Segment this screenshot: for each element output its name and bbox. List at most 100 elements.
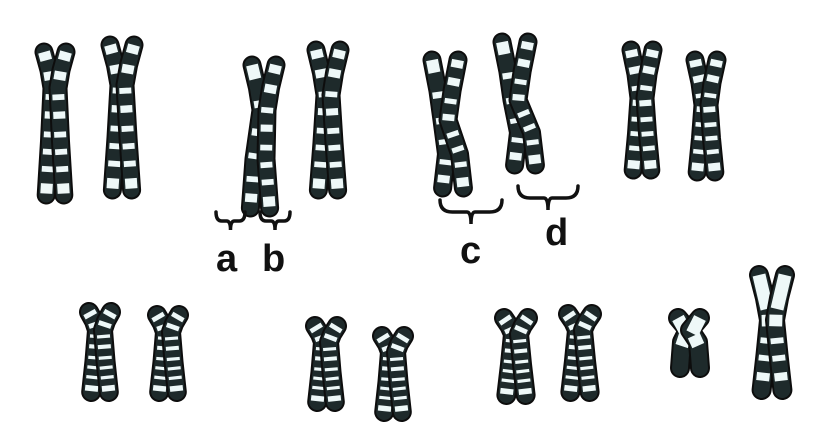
chromosome-4b-chromatid-right-band	[712, 75, 713, 82]
chromosome-3a-chromatid-right-band	[450, 99, 451, 104]
chromosome-3a	[432, 60, 463, 188]
chromosome-8b-chromatid-right-band	[780, 373, 781, 381]
chromosome-3a-chromatid-left-band	[443, 175, 444, 183]
chromosome-5a-chromatid-right-band	[109, 312, 111, 316]
chromosome-8b-chromatid-left-band	[765, 355, 766, 361]
chromosome-7a-chromatid-right-band	[525, 389, 526, 395]
chromosome-1b-chromatid-left-band	[110, 45, 112, 53]
chromosome-7b	[568, 314, 592, 392]
chromosome-7a-chromatid-left-band	[506, 389, 507, 395]
chromosome-3b-chromatid-right-band	[523, 59, 525, 66]
chromosome-3b-chromatid-right-band	[523, 111, 525, 116]
chromosome-2b-chromatid-right-band	[338, 50, 340, 58]
chromosome-5b-chromatid-left-band	[157, 315, 159, 319]
chromosome-1a-chromatid-left-band	[46, 183, 47, 193]
chromosome-2a-chromatid-left-band	[252, 65, 255, 79]
chromosome-6a-chromatid-right-band	[335, 326, 337, 330]
chromosome-5a-chromatid-right-band	[108, 385, 109, 391]
chromosome-4b-chromatid-right-band	[710, 93, 711, 97]
chromosome-5a	[89, 312, 111, 392]
chromosome-1b	[110, 45, 134, 190]
chromosome-1a-chromatid-left-band	[44, 52, 46, 60]
chromosome-2b-chromatid-left-band	[319, 179, 320, 189]
chromosome-4b-chromatid-left-band	[697, 163, 698, 171]
chromosome-3b-chromatid-right-band	[534, 155, 535, 164]
chromosome-4a-chromatid-right-band	[652, 50, 653, 57]
chromosome-4a	[631, 50, 653, 170]
chromosome-4a-chromatid-right-band	[650, 160, 651, 168]
chromosome-2b-chromatid-left-band	[321, 69, 323, 77]
chromosome-6a	[315, 326, 337, 402]
chromosome-3a-chromatid-left-band	[445, 160, 446, 165]
chromosome-7b-chromatid-left-band	[568, 314, 571, 318]
chromosome-2b-chromatid-right-band	[334, 69, 336, 77]
chromosome-3a-chromatid-left-band	[432, 60, 434, 73]
chromosome-4a-chromatid-left-band	[633, 160, 634, 168]
chromosome-4b-chromatid-left-band	[698, 75, 699, 82]
chromosome-2a-chromatid-left-band	[251, 194, 252, 203]
chromosome-3b-chromatid-left-band	[508, 73, 509, 79]
chromosome-1a	[44, 52, 66, 195]
chromosome-5a-chromatid-right-band	[104, 322, 106, 327]
chromosome-5b-chromatid-left-band	[159, 386, 160, 392]
chromosome-7a-chromatid-right-band	[525, 318, 528, 322]
label-d: d	[545, 214, 568, 252]
chromosome-4b	[695, 60, 717, 172]
chromosome-4a-chromatid-right-band	[646, 86, 647, 91]
chromosome-2a-chromatid-right-band	[274, 65, 276, 73]
chromosome-7b-chromatid-right-band	[589, 314, 592, 318]
chromosome-7b-chromatid-right-band	[584, 324, 586, 328]
chromosome-3a-chromatid-right-band	[453, 78, 455, 86]
chromosome-3b-chromatid-right-band	[532, 140, 533, 145]
chromosome-1b-chromatid-left-band	[115, 65, 117, 74]
chromosome-8a-chromatid-right-band	[694, 336, 698, 346]
chromosome-1a-chromatid-right-band	[63, 183, 64, 193]
chromosome-4a-chromatid-right-band	[648, 67, 649, 74]
chromosome-6b-chromatid-right-band	[402, 336, 404, 340]
chromosome-3b-chromatid-left-band	[517, 138, 518, 143]
chromosome-3a-chromatid-right-band	[448, 114, 449, 120]
chromosome-1a-chromatid-right-band	[59, 71, 60, 80]
chromosome-3a-chromatid-right-band	[460, 162, 461, 167]
chromosome-7a	[504, 318, 528, 395]
brace-c	[440, 200, 502, 224]
chromosome-6b	[382, 336, 404, 412]
chromosome-8b-chromatid-right-band	[779, 355, 780, 361]
chromosome-6b-chromatid-right-band	[401, 406, 402, 411]
chromosome-3b-chromatid-right-band	[518, 94, 519, 100]
chromosome-3a-chromatid-right-band	[462, 178, 463, 187]
chromosome-3b-chromatid-left-band	[515, 153, 516, 160]
chromosome-3b-chromatid-right-band	[520, 79, 521, 84]
chromosome-6b-chromatid-left-band	[384, 406, 385, 411]
chromosome-4b-chromatid-left-band	[695, 60, 696, 67]
chromosome-5a-chromatid-left-band	[89, 312, 91, 316]
chromosome-7a-chromatid-left-band	[504, 318, 507, 322]
chromosome-8b-chromatid-left-band	[759, 275, 767, 309]
label-b: b	[262, 240, 285, 278]
chromosome-6a-chromatid-left-band	[317, 396, 318, 401]
brace-a	[216, 212, 245, 230]
chromosome-8b-chromatid-right-band	[777, 338, 778, 344]
chromosome-4a-chromatid-left-band	[634, 67, 635, 74]
chromosome-8b-chromatid-right-band	[777, 275, 785, 309]
chromosome-2b-chromatid-right-band	[337, 179, 338, 189]
chromosome-3a-chromatid-right-band	[452, 132, 454, 137]
chromosome-8a	[678, 318, 700, 368]
chromosome-7b-chromatid-left-band	[570, 386, 571, 392]
chromosome-6a-chromatid-right-band	[330, 335, 332, 339]
chromosome-3a-chromatid-right-band	[457, 147, 459, 152]
chromosome-2a-chromatid-right-band	[269, 197, 270, 207]
chromosome-1b-chromatid-right-band	[127, 65, 129, 74]
chromosome-2b	[316, 50, 340, 190]
chromosome-3a-chromatid-right-band	[456, 60, 458, 68]
chromosome-4b-chromatid-right-band	[714, 163, 715, 171]
chromosome-2a-chromatid-left-band	[254, 153, 255, 159]
chromosome-1b-chromatid-right-band	[132, 45, 134, 53]
chromosome-5a-chromatid-left-band	[91, 385, 92, 391]
label-a: a	[216, 240, 237, 278]
chromosome-7a-chromatid-right-band	[520, 327, 522, 331]
chromosome-4a-chromatid-left-band	[631, 50, 632, 57]
chromosome-3a-chromatid-left-band	[438, 92, 439, 98]
chromosome-3b-chromatid-right-band	[526, 42, 528, 49]
